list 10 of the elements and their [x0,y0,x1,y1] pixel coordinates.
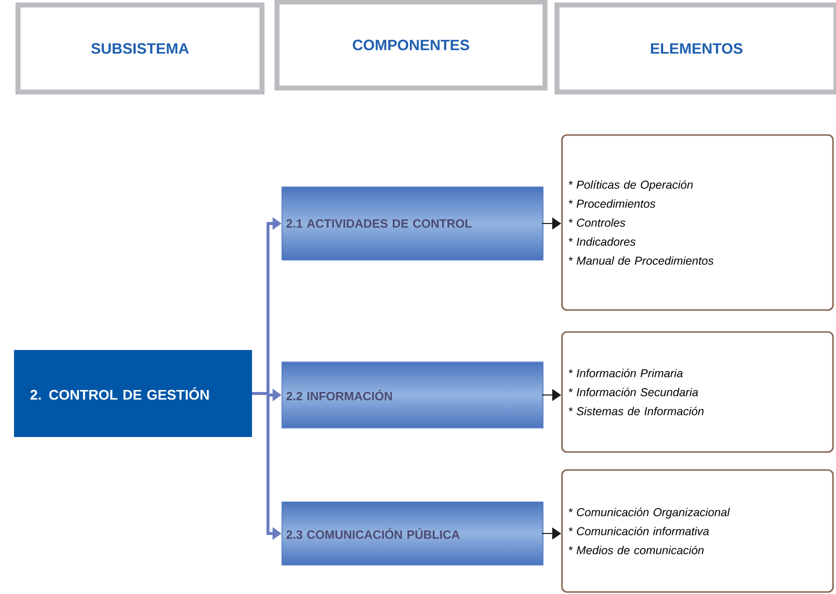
column-header: ELEMENTOS [554,2,836,94]
element-list-box: * Comunicación Organizacional * Comunicación informativa * Medios de comunicación [561,469,834,593]
component-box: 2.1 ACTIVIDADES DE CONTROL [282,186,544,260]
element-list-box: * Políticas de Operación * Procedimientos * Controles * Indicadores * Manual de Procedimientos [561,134,834,311]
column-header: COMPONENTES [274,0,548,90]
column-header: SUBSISTEMA [16,2,264,94]
element-list-box: * Información Primaria * Información Secundaria * Sistemas de Información [561,331,834,453]
subsystem-box: 2. CONTROL DE GESTIÓN [14,350,252,437]
component-box: 2.2 INFORMACIÓN [282,362,544,428]
component-box: 2.3 COMUNICACIÓN PÚBLICA [282,502,544,566]
